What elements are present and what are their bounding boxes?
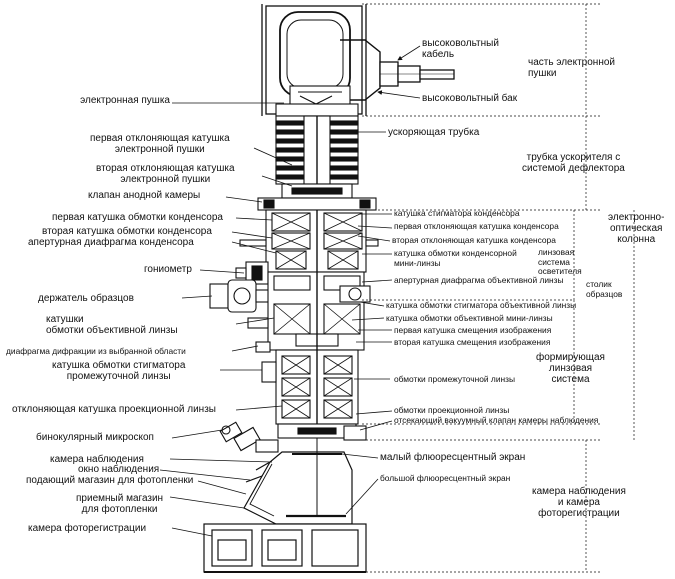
label-projector-lens-coils: обмотки проекционной линзы bbox=[394, 405, 510, 415]
label-goniometer: гониометр bbox=[144, 264, 192, 275]
label-first-condenser-coil: первая катушка обмотки конденсора bbox=[52, 212, 223, 223]
label-objective-stigmator: катушка обмотки стигматора объективной л… bbox=[386, 300, 577, 310]
label-second-image-shift: вторая катушка смещения изображения bbox=[394, 337, 551, 347]
label-hv-cable: высоковольтный кабель bbox=[422, 38, 499, 60]
label-specimen-holder: держатель образцов bbox=[38, 293, 134, 304]
label-small-screen: малый флюоресцентный экран bbox=[380, 452, 526, 463]
label-objective-minilens: катушка обмотки объективной мини-линзы bbox=[386, 313, 553, 323]
accelerating-tube bbox=[275, 115, 359, 199]
arrow-leaders bbox=[341, 45, 421, 515]
label-second-condenser-deflector: вторая отклоняющая катушка конденсора bbox=[392, 235, 556, 245]
label-supply-magazine: подающий магазин для фотопленки bbox=[26, 475, 194, 486]
label-first-condenser-deflector: первая отклоняющая катушка конденсора bbox=[394, 221, 559, 231]
section-brackets bbox=[362, 3, 635, 573]
label-intermediate-stigmator: катушка обмотки стигматора промежуточной… bbox=[52, 360, 186, 382]
label-illumination-system: линзовая система осветителя bbox=[538, 247, 582, 276]
label-anode-valve: клапан анодной камеры bbox=[88, 190, 201, 201]
label-observation-photo-chamber: камера наблюдения и камера фоторегистрац… bbox=[532, 486, 626, 519]
label-second-condenser-coil: вторая катушка обмотки конденсора bbox=[42, 226, 212, 237]
label-condenser-stigmator: катушка стигматора конденсора bbox=[394, 208, 520, 218]
label-objective-aperture: апертурная диафрагма объективной линзы bbox=[394, 275, 564, 285]
label-sad-aperture: диафрагма дифракции из выбранной области bbox=[6, 346, 186, 356]
binocular-microscope bbox=[219, 421, 279, 453]
label-specimen-stage: столик образцов bbox=[586, 279, 623, 299]
high-voltage-cable bbox=[379, 61, 455, 87]
label-photo-camera: камера фоторегистрации bbox=[28, 523, 147, 534]
label-objective-lens-coils: катушки обмотки объективной линзы bbox=[46, 314, 178, 336]
label-electron-gun: электронная пушка bbox=[80, 95, 170, 106]
label-accelerating-tube: ускоряющая трубка bbox=[388, 127, 480, 138]
label-intermediate-lens-coils: обмотки промежуточной линзы bbox=[394, 374, 515, 384]
label-receiving-magazine: приемный магазин для фотопленки bbox=[76, 493, 164, 515]
label-projector-deflector: отклоняющая катушка проекционной линзы bbox=[12, 404, 216, 415]
label-electron-gun-part: часть электронной пушки bbox=[528, 57, 616, 79]
label-observation-chamber: камера наблюдения bbox=[50, 454, 144, 465]
label-second-gun-deflector: вторая отклоняющая катушка электронной п… bbox=[96, 163, 235, 185]
label-condenser-aperture: апертурная диафрагма конденсора bbox=[28, 237, 194, 248]
electron-gun bbox=[275, 85, 359, 117]
label-electron-optical-column: электронно- оптическая колонна bbox=[608, 212, 665, 245]
intermediate-lens-section bbox=[261, 349, 359, 425]
label-condenser-minilens: катушка обмотки конденсорной мини-линзы bbox=[394, 248, 517, 268]
label-cutoff-valve: отсекающий вакуумный клапан камеры наблю… bbox=[394, 415, 599, 425]
label-accelerator-deflector-system: трубка ускорителя с системой дефлектора bbox=[522, 152, 625, 174]
label-first-image-shift: первая катушка смещения изображения bbox=[394, 325, 552, 335]
label-image-forming-system: формирующая линзовая система bbox=[536, 352, 605, 385]
leader-lines bbox=[159, 102, 293, 537]
camera-chamber bbox=[203, 523, 367, 573]
label-large-screen: большой флюоресцентный экран bbox=[380, 473, 511, 483]
label-binocular-microscope: бинокулярный микроскоп bbox=[36, 432, 154, 443]
cutoff-valve bbox=[277, 423, 367, 441]
label-first-gun-deflector: первая отклоняющая катушка электронной п… bbox=[90, 133, 230, 155]
label-hv-tank: высоковольтный бак bbox=[422, 93, 518, 104]
objective-section bbox=[247, 271, 371, 353]
label-observation-window: окно наблюдения bbox=[78, 464, 160, 475]
anode-valve bbox=[257, 197, 377, 211]
